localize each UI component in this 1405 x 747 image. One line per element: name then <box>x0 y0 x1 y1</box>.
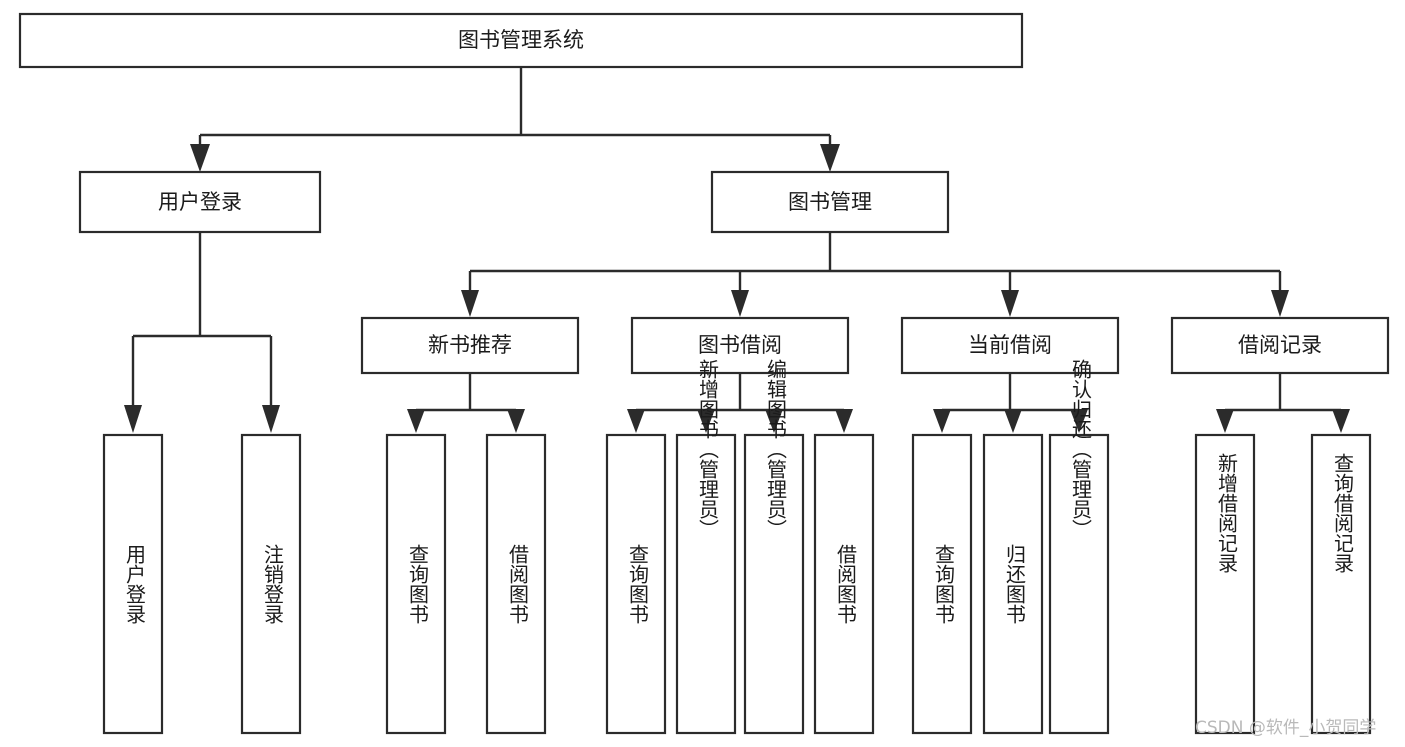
csdn-watermark: CSDN @软件_小贺同学 <box>1195 718 1376 738</box>
arrowhead-leaf-borrow-book-recommend <box>507 409 525 433</box>
arrowhead-user-login <box>190 144 210 172</box>
arrowhead-new-book-recommend <box>461 290 479 317</box>
arrowhead-leaf-query-borrow-record <box>1332 409 1350 433</box>
node-leaf-return-book-box[interactable] <box>982 433 1044 735</box>
arrowhead-leaf-borrow-book <box>835 409 853 433</box>
node-user-login[interactable]: 用户登录 <box>78 170 322 234</box>
node-leaf-add-borrow-record-label: 新增借阅记录 <box>1215 453 1239 573</box>
node-leaf-return-book[interactable]: 归还图书 <box>982 433 1044 735</box>
node-leaf-confirm-return-admin-label: 确认归还（管理员） <box>1069 359 1093 539</box>
node-leaf-return-book-label: 归还图书 <box>1003 544 1027 624</box>
node-root[interactable]: 图书管理系统 <box>18 12 1024 69</box>
arrowhead-leaf-logout-login <box>262 405 280 433</box>
node-leaf-add-book-admin-label: 新增图书（管理员） <box>696 359 720 539</box>
node-leaf-query-book-borrow[interactable]: 查询图书 <box>605 433 667 735</box>
node-leaf-borrow-book-box[interactable] <box>813 433 875 735</box>
node-leaf-user-login-label: 用户登录 <box>123 544 147 624</box>
node-leaf-query-book-recommend[interactable]: 查询图书 <box>385 433 447 735</box>
node-leaf-query-borrow-record[interactable]: 查询借阅记录 <box>1310 433 1372 735</box>
node-leaf-query-borrow-record-box[interactable] <box>1310 433 1372 735</box>
node-leaf-borrow-book-recommend[interactable]: 借阅图书 <box>485 433 547 735</box>
node-leaf-confirm-return-admin[interactable]: 确认归还（管理员） <box>1048 359 1110 735</box>
node-book-borrow-box[interactable] <box>630 316 850 375</box>
node-root-box[interactable] <box>18 12 1024 69</box>
node-leaf-query-book-recommend-box[interactable] <box>385 433 447 735</box>
node-leaf-confirm-return-admin-box[interactable] <box>1048 433 1110 735</box>
node-user-login-box[interactable] <box>78 170 322 234</box>
node-current-borrow[interactable]: 当前借阅 <box>900 316 1120 375</box>
arrowhead-leaf-edit-book-admin <box>765 409 783 433</box>
node-current-borrow-box[interactable] <box>900 316 1120 375</box>
arrowhead-leaf-query-book-current <box>933 409 951 433</box>
node-root-label: 图书管理系统 <box>458 28 584 52</box>
node-leaf-edit-book-admin-box[interactable] <box>743 433 805 735</box>
arrowhead-leaf-return-book <box>1004 409 1022 433</box>
node-new-book-recommend-box[interactable] <box>360 316 580 375</box>
node-new-book-recommend-label: 新书推荐 <box>428 333 512 357</box>
node-leaf-edit-book-admin-label: 编辑图书（管理员） <box>764 359 788 539</box>
arrowhead-book-management <box>820 144 840 172</box>
node-leaf-borrow-book-recommend-label: 借阅图书 <box>506 544 530 624</box>
node-user-login-label: 用户登录 <box>158 190 242 214</box>
node-leaf-query-book-borrow-label: 查询图书 <box>626 544 650 624</box>
node-new-book-recommend[interactable]: 新书推荐 <box>360 316 580 375</box>
arrowhead-leaf-add-book-admin <box>697 409 715 433</box>
connector-layer <box>124 67 1350 433</box>
arrowhead-leaf-confirm-return-admin <box>1070 409 1088 433</box>
node-leaf-query-book-recommend-label: 查询图书 <box>406 544 430 624</box>
node-leaf-borrow-book-label: 借阅图书 <box>834 544 858 624</box>
node-leaf-query-book-current[interactable]: 查询图书 <box>911 433 973 735</box>
arrowhead-current-borrow <box>1001 290 1019 317</box>
node-book-management[interactable]: 图书管理 <box>710 170 950 234</box>
node-leaf-query-book-borrow-box[interactable] <box>605 433 667 735</box>
node-leaf-edit-book-admin[interactable]: 编辑图书（管理员） <box>743 359 805 735</box>
node-current-borrow-label: 当前借阅 <box>968 333 1052 357</box>
node-book-management-box[interactable] <box>710 170 950 234</box>
node-borrow-records-box[interactable] <box>1170 316 1390 375</box>
arrowhead-book-borrow <box>731 290 749 317</box>
node-leaf-query-book-current-label: 查询图书 <box>932 544 956 624</box>
arrowhead-leaf-query-book-borrow <box>627 409 645 433</box>
node-leaf-user-login[interactable]: 用户登录 <box>102 433 164 735</box>
node-leaf-add-borrow-record-box[interactable] <box>1194 433 1256 735</box>
node-leaf-borrow-book[interactable]: 借阅图书 <box>813 433 875 735</box>
node-leaf-user-login-box[interactable] <box>102 433 164 735</box>
node-leaf-borrow-book-recommend-box[interactable] <box>485 433 547 735</box>
node-leaf-logout-login-box[interactable] <box>240 433 302 735</box>
arrowhead-leaf-user-login <box>124 405 142 433</box>
node-leaf-query-borrow-record-label: 查询借阅记录 <box>1331 453 1355 573</box>
arrowhead-leaf-add-borrow-record <box>1216 409 1234 433</box>
node-book-borrow[interactable]: 图书借阅 <box>630 316 850 375</box>
node-leaf-add-borrow-record[interactable]: 新增借阅记录 <box>1194 433 1256 735</box>
node-borrow-records-label: 借阅记录 <box>1238 333 1322 357</box>
node-book-management-label: 图书管理 <box>788 190 872 214</box>
node-leaf-add-book-admin[interactable]: 新增图书（管理员） <box>675 359 737 735</box>
arrowhead-leaf-query-book-recommend <box>407 409 425 433</box>
arrowhead-borrow-records <box>1271 290 1289 317</box>
node-borrow-records[interactable]: 借阅记录 <box>1170 316 1390 375</box>
node-leaf-add-book-admin-box[interactable] <box>675 433 737 735</box>
node-leaf-logout-login-label: 注销登录 <box>261 544 285 624</box>
node-leaf-query-book-current-box[interactable] <box>911 433 973 735</box>
node-leaf-logout-login[interactable]: 注销登录 <box>240 433 302 735</box>
node-book-borrow-label: 图书借阅 <box>698 333 782 357</box>
